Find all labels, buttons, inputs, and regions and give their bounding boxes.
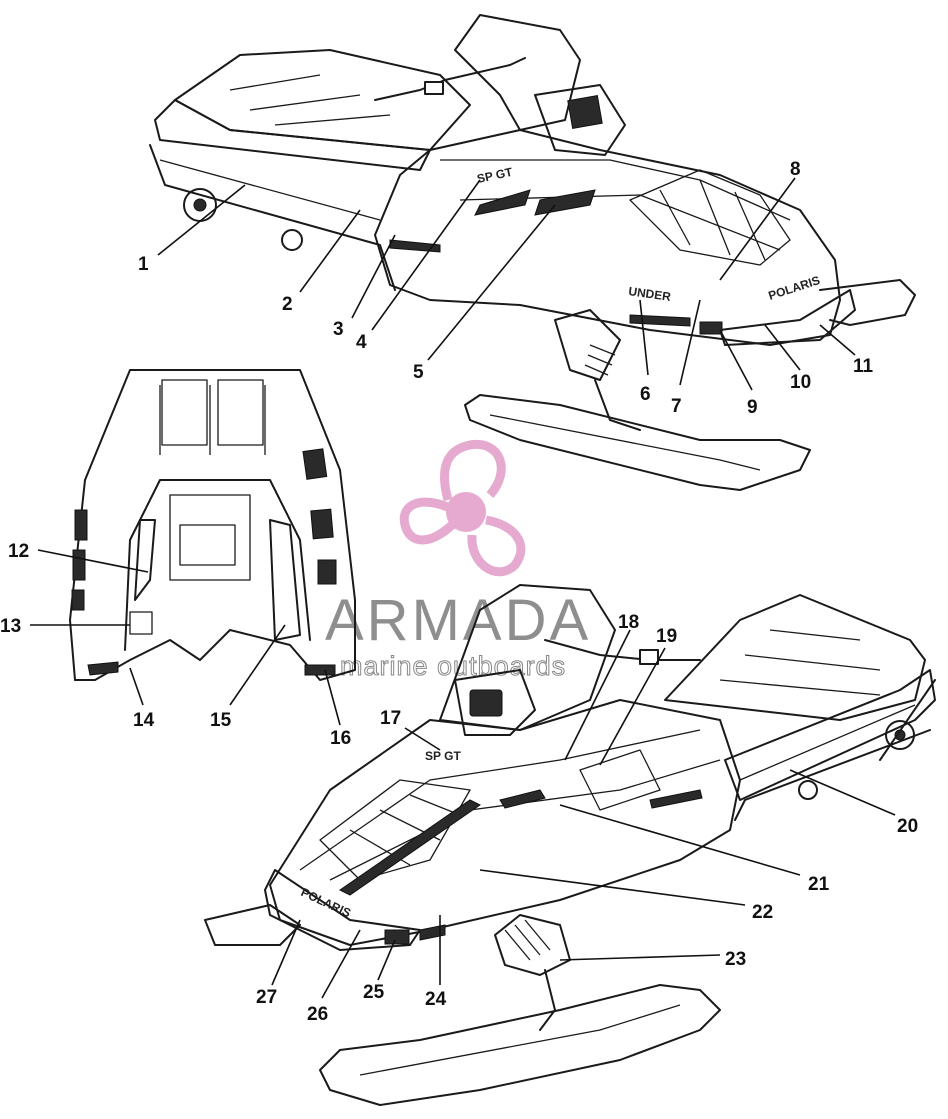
callout-17: 17 (380, 708, 401, 729)
callout-numbers: 1 2 3 4 5 6 7 8 9 10 11 12 13 14 15 16 1… (0, 159, 918, 1025)
sp-gt-decal-bottom: SP GT (425, 749, 461, 763)
callout-5: 5 (413, 362, 424, 383)
callout-9: 9 (747, 397, 758, 418)
callout-19: 19 (656, 626, 677, 647)
sp-gt-decal-top: SP GT (476, 165, 515, 186)
callout-27: 27 (256, 987, 277, 1008)
snowmobile-bottom-view: SP GT POLARIS (204, 584, 936, 1106)
hood-underside-view (69, 369, 356, 681)
callout-24: 24 (425, 989, 447, 1010)
watermark-brand-name: ARMADA (325, 588, 591, 653)
callout-16: 16 (330, 728, 351, 749)
callout-25: 25 (363, 982, 385, 1003)
callout-18: 18 (618, 612, 639, 633)
callout-12: 12 (8, 541, 29, 562)
callout-13: 13 (0, 616, 21, 637)
callout-10: 10 (790, 372, 811, 393)
callout-11: 11 (853, 356, 874, 377)
callout-7: 7 (671, 396, 682, 417)
callout-20: 20 (897, 816, 918, 837)
callout-2: 2 (282, 294, 293, 315)
callout-15: 15 (210, 710, 232, 731)
callout-4: 4 (356, 332, 367, 353)
callout-26: 26 (307, 1004, 328, 1025)
watermark-tagline: marine outboards (340, 651, 566, 681)
callout-3: 3 (333, 319, 344, 340)
model-badge-decal: UNDER (628, 284, 673, 304)
callout-22: 22 (752, 902, 773, 923)
propeller-logo-icon (399, 440, 526, 577)
leader-lines (30, 177, 896, 999)
callout-1: 1 (138, 254, 149, 275)
armada-watermark: ARMADA marine outboards (325, 440, 591, 682)
callout-8: 8 (790, 159, 801, 180)
callout-21: 21 (808, 874, 830, 895)
polaris-decal-top: POLARIS (767, 273, 822, 303)
callout-14: 14 (133, 710, 155, 731)
callout-6: 6 (640, 384, 651, 405)
callout-23: 23 (725, 949, 746, 970)
